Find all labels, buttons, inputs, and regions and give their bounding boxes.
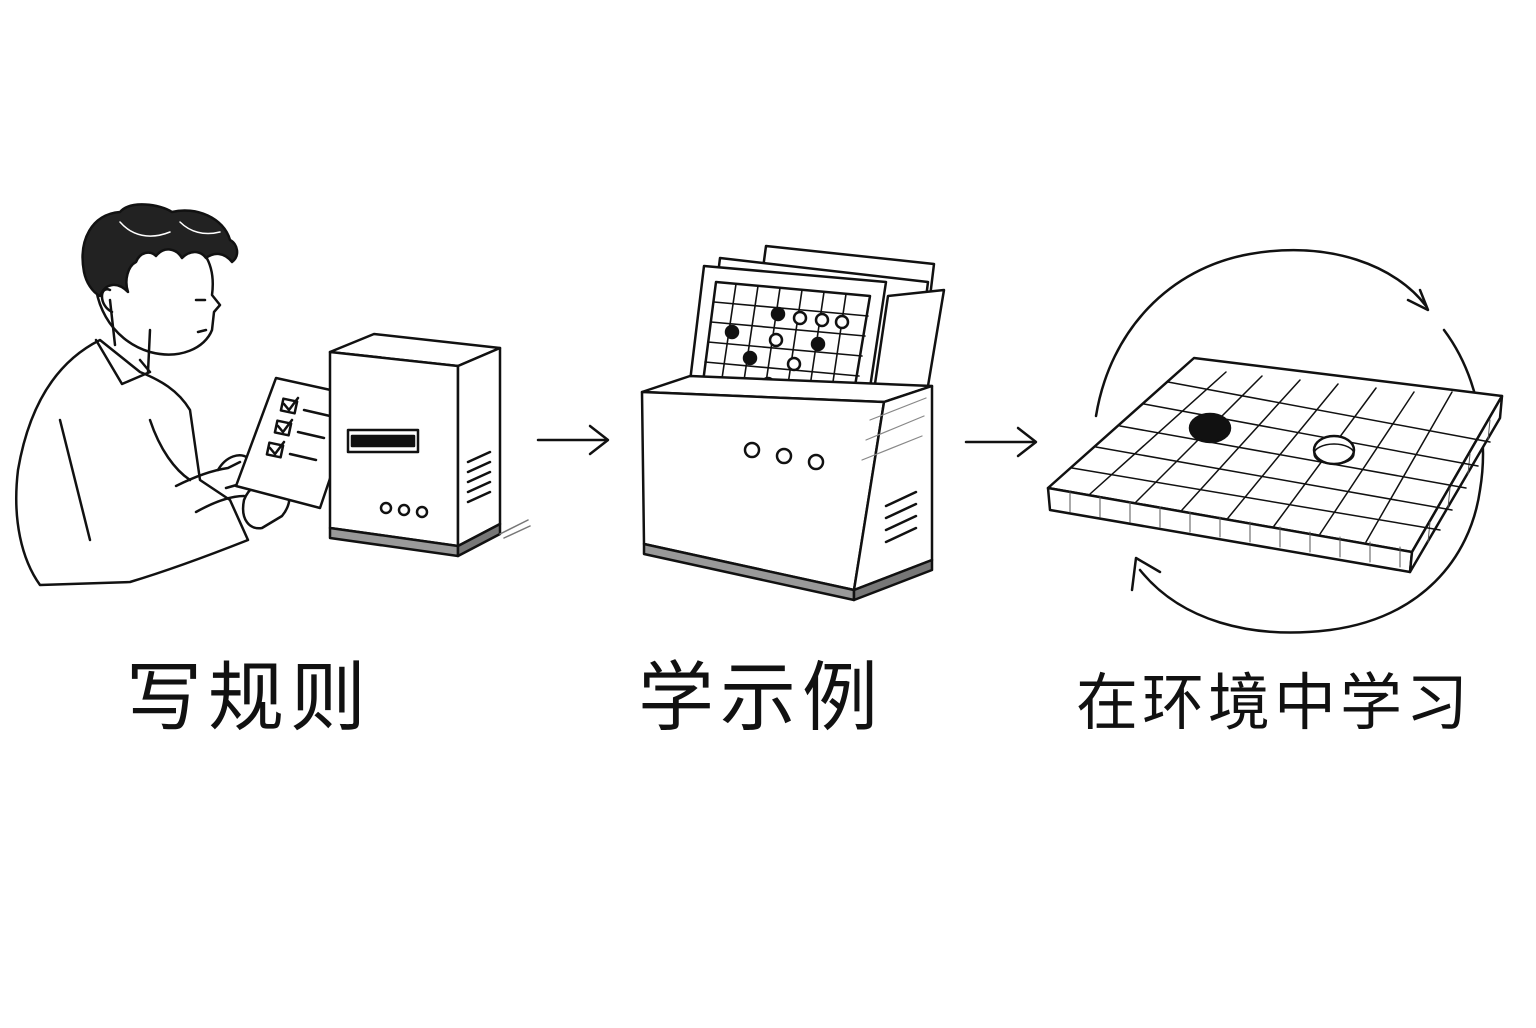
go-board-cycle-icon [1046,248,1504,634]
game-records-box-icon [640,244,946,602]
rules-checklist-paper [234,376,360,510]
right-arrow-icon [536,424,610,456]
person-writing-rules-icon [15,203,291,587]
rule-engine-computer-icon [328,332,531,558]
stage-label-learn-examples: 学示例 [638,653,884,742]
stage-label-learn-in-environment: 在环境中学习 [1076,666,1473,739]
right-arrow-icon [964,426,1038,458]
stage-label-write-rules: 写规则 [126,653,372,742]
